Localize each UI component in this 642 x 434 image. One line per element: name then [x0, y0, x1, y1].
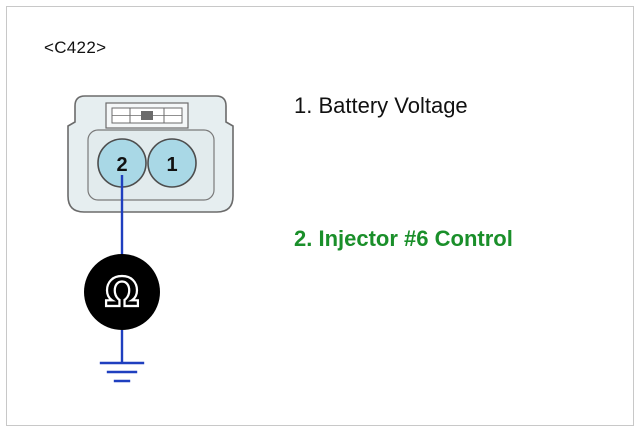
ohm-symbol: Ω: [105, 270, 139, 316]
ground-icon: [99, 361, 145, 383]
legend-item-battery-voltage: 1. Battery Voltage: [294, 93, 468, 118]
diagram-frame: [6, 6, 634, 426]
connector-id-label: <C422>: [44, 38, 107, 57]
connector-pin-2: 2: [97, 138, 147, 188]
legend-item-injector-control: 2. Injector #6 Control: [294, 226, 513, 251]
connector-lock-tab: [105, 102, 189, 129]
pin-1-number: 1: [166, 154, 177, 176]
connector-pin-1: 1: [147, 138, 197, 188]
pin-2-number: 2: [116, 154, 127, 176]
ohmmeter-icon: Ω: [84, 254, 160, 330]
